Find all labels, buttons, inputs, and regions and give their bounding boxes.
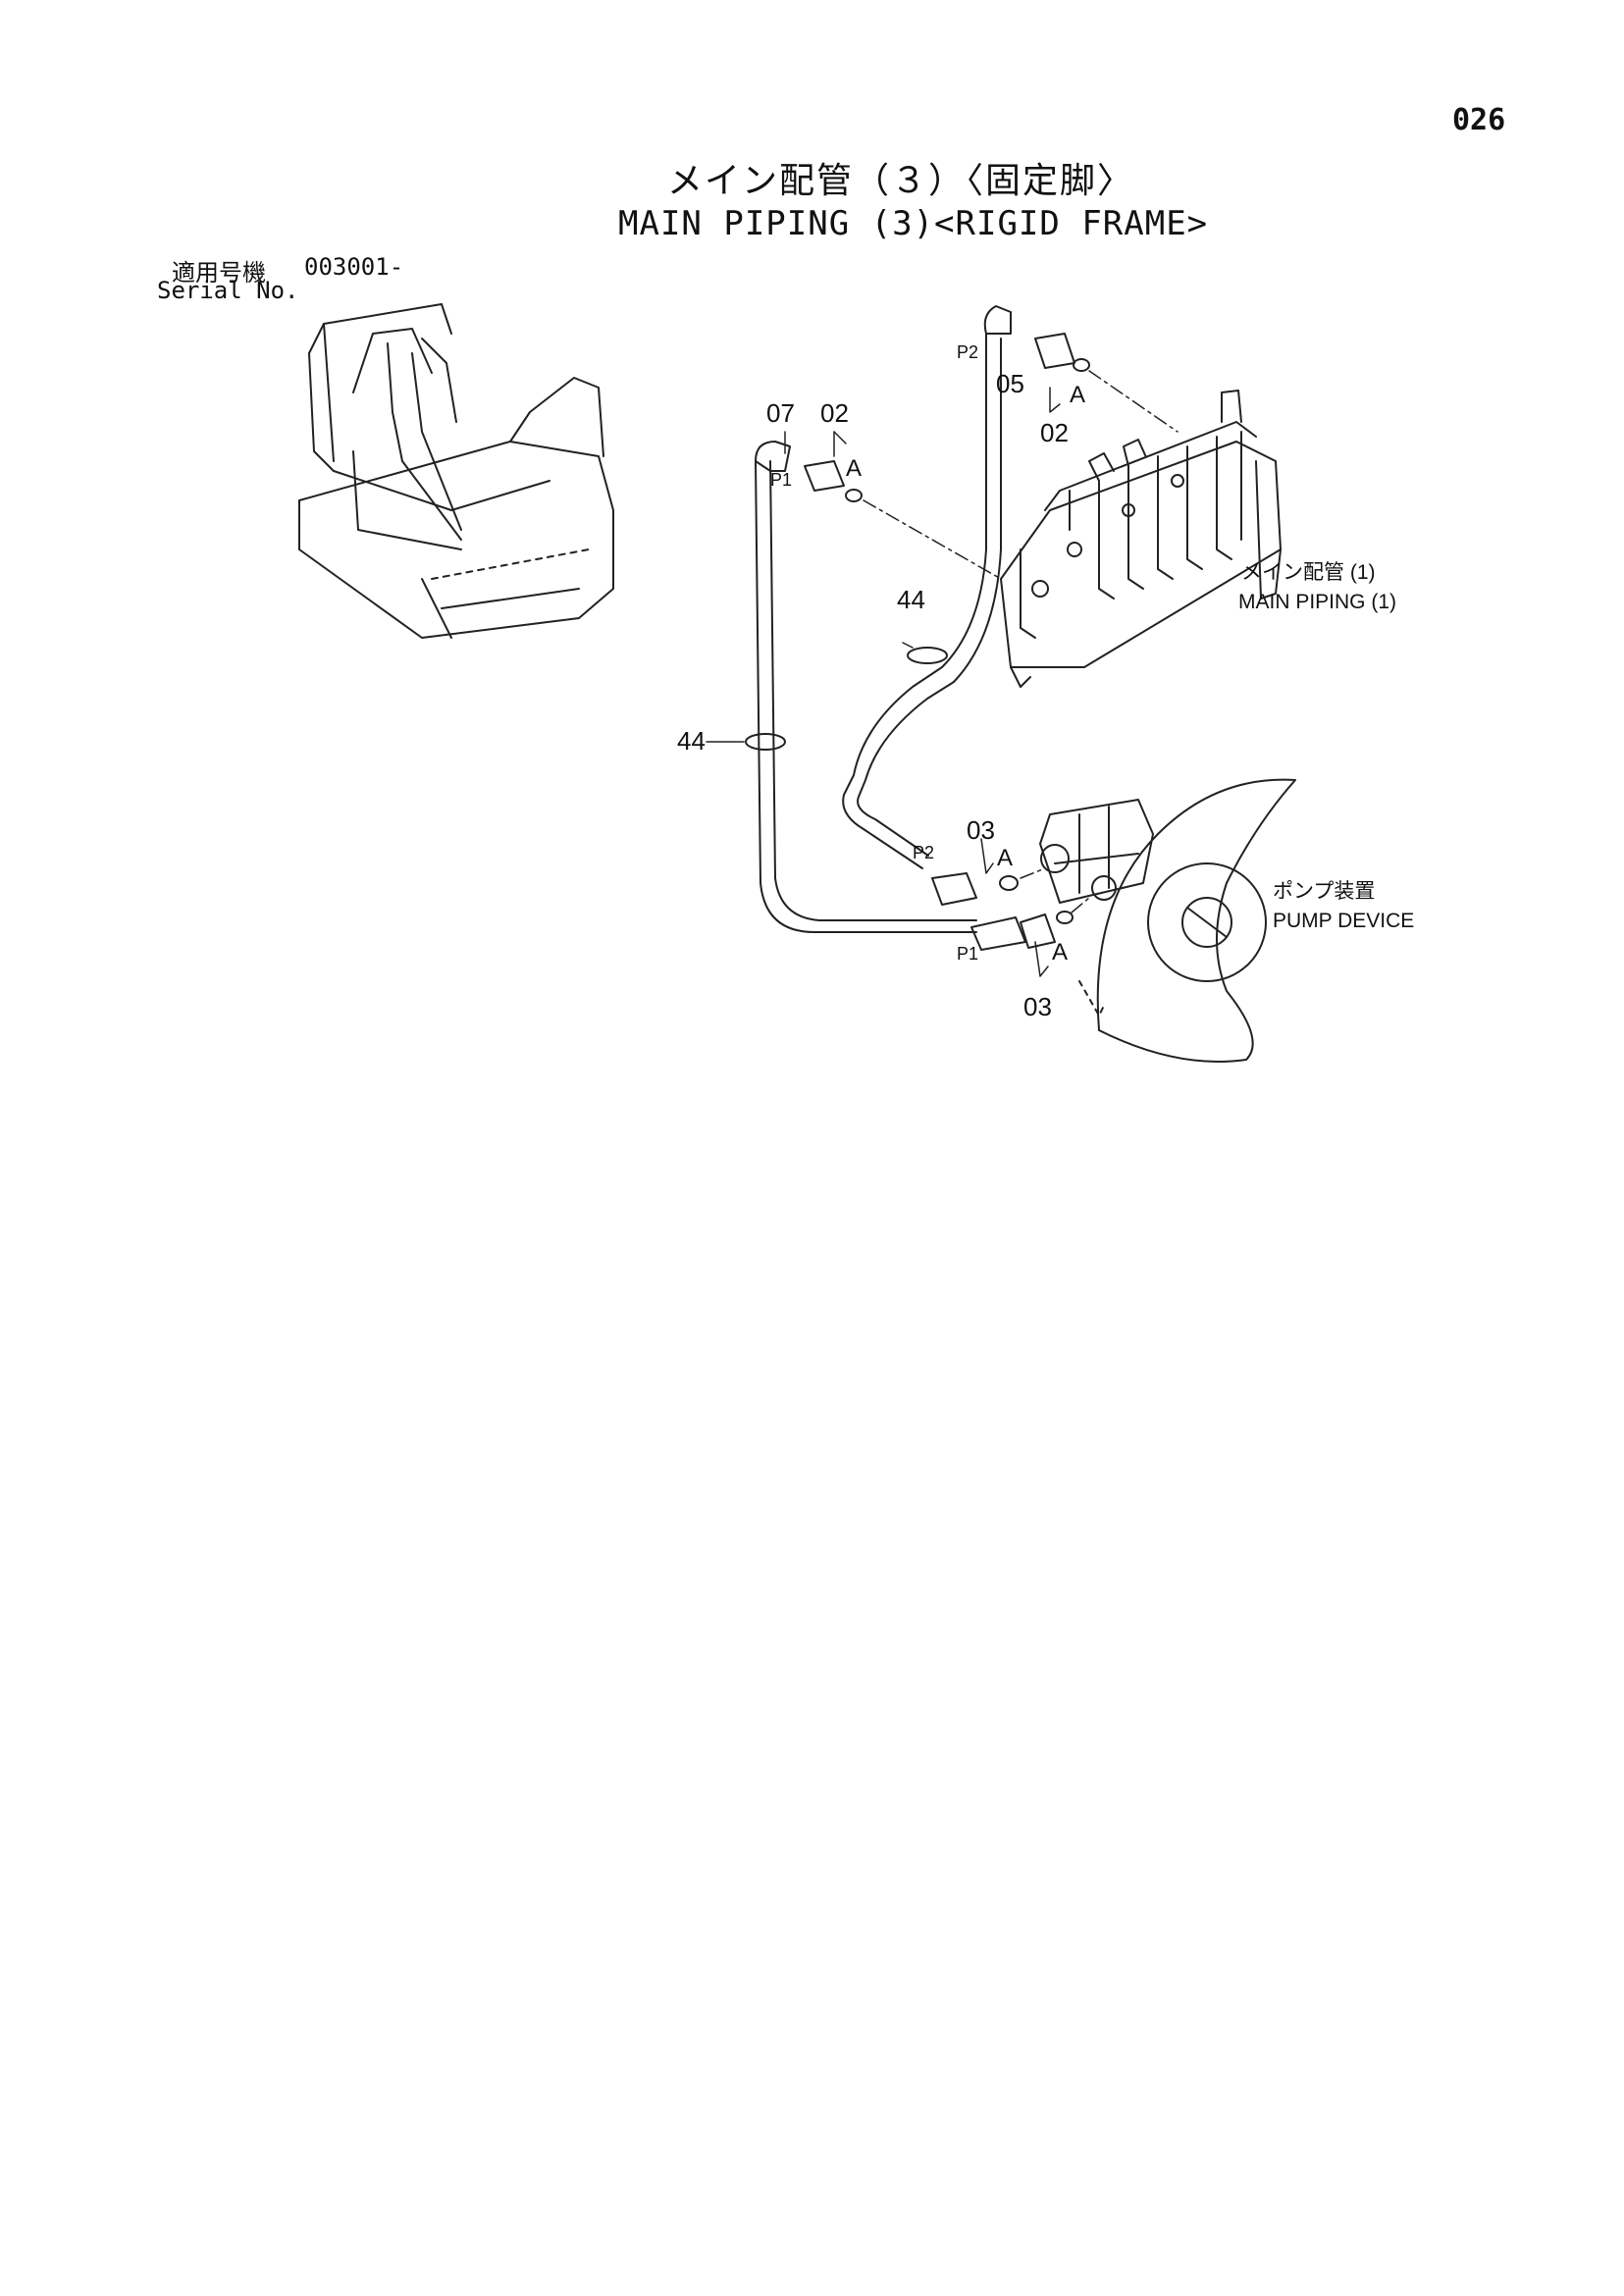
callout-03-lower: 03 <box>1023 992 1052 1021</box>
hose-clamps <box>745 647 948 751</box>
page-number: 026 <box>1452 103 1506 137</box>
fittings <box>804 333 1090 951</box>
pump-device-illustration <box>1039 778 1296 1063</box>
callout-02-left: 02 <box>820 398 849 428</box>
leader-lines <box>863 370 1179 913</box>
port-p2-top: P2 <box>957 342 978 362</box>
hose-p1-line <box>755 441 977 933</box>
hose-p2-line <box>842 305 1012 869</box>
machine-overview-illustration <box>298 303 614 639</box>
serial-label-english: Serial No. <box>157 277 299 304</box>
callout-07: 07 <box>766 398 795 428</box>
serial-label-japanese: 適用号機 <box>172 259 266 287</box>
reference-pump-en: PUMP DEVICE <box>1273 910 1414 932</box>
callout-brackets <box>706 387 1061 977</box>
page-title-japanese: メイン配管（３）〈固定脚〉 <box>667 161 1135 201</box>
port-p1-bottom: P1 <box>957 944 978 964</box>
callout-02-right: 02 <box>1040 418 1069 447</box>
port-p1-top: P1 <box>770 470 792 490</box>
callout-44-left: 44 <box>677 726 706 756</box>
port-a-label-2: A <box>1070 382 1085 408</box>
reference-main-piping-jp: メイン配管 (1) <box>1241 561 1376 584</box>
page-title-english: MAIN PIPING (3)<RIGID FRAME> <box>618 204 1209 243</box>
reference-main-piping-en: MAIN PIPING (1) <box>1238 591 1396 613</box>
reference-pump-jp: ポンプ装置 <box>1273 880 1375 903</box>
callout-03-upper: 03 <box>967 815 995 845</box>
port-a-label-3: A <box>997 845 1013 871</box>
callout-05: 05 <box>996 369 1024 398</box>
port-a-label-4: A <box>1052 939 1068 965</box>
port-a-label-1: A <box>846 455 862 482</box>
callout-44-upper: 44 <box>897 585 925 614</box>
control-valve-illustration <box>1000 390 1282 688</box>
serial-number: 003001- <box>304 253 404 281</box>
port-p2-bottom: P2 <box>913 843 934 862</box>
